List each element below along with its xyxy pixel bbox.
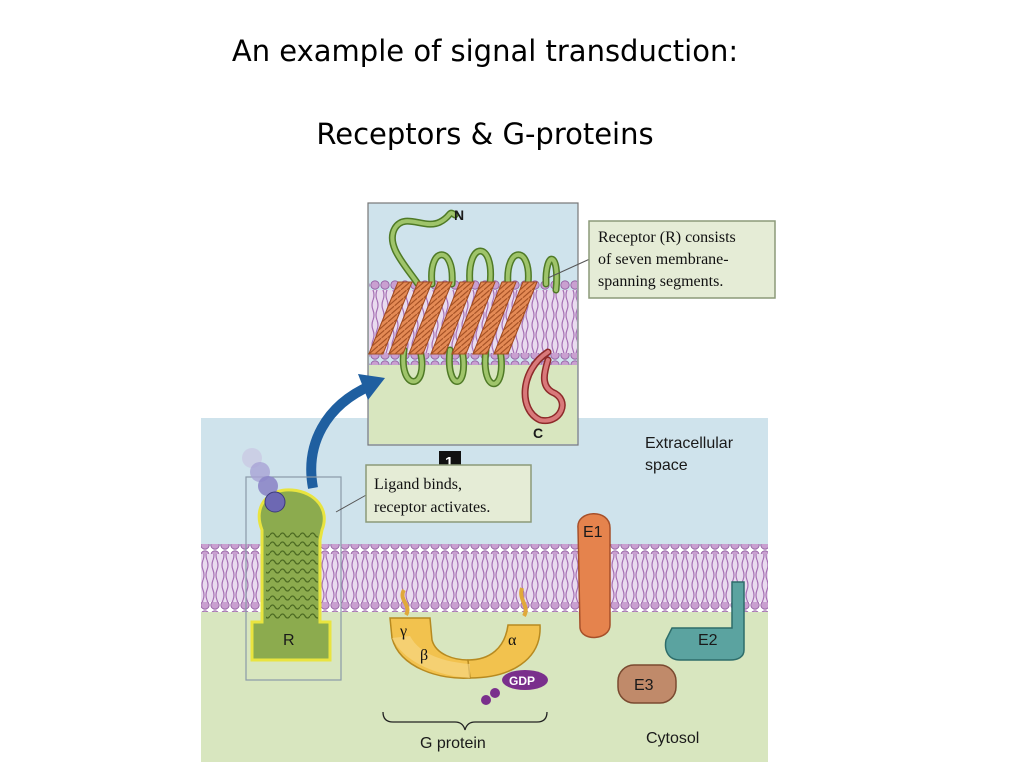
extracellular-label-line2: space	[645, 457, 688, 474]
receptor-callout-line1: Receptor (R) consists	[598, 229, 736, 246]
ligand-callout-box	[365, 464, 532, 523]
step-number: 1	[445, 454, 453, 471]
receptor-callout-line3: spanning segments.	[598, 273, 723, 290]
effector-e3: E3	[617, 664, 677, 704]
zoom-arrow	[306, 374, 385, 489]
n-terminus-label: N	[454, 207, 464, 223]
cytosol-label: Cytosol	[646, 730, 699, 747]
slide-subtitle: Receptors & G-proteins	[316, 117, 654, 151]
receptor-inset: N C	[367, 202, 579, 446]
g-protein: γ β α GDP	[389, 587, 548, 705]
ligand-callout-line2: receptor activates.	[374, 499, 490, 516]
gdp-label: GDP	[509, 674, 535, 688]
e2-label: E2	[698, 632, 718, 649]
receptor-label: R	[283, 632, 295, 649]
receptor-callout-box	[588, 220, 776, 299]
e3-label: E3	[634, 677, 654, 694]
c-terminus-label: C	[533, 425, 543, 441]
slide-title: An example of signal transduction:	[231, 34, 739, 68]
g-protein-label: G protein	[420, 735, 486, 752]
gdp-molecule	[502, 670, 548, 690]
effector-e2: E2	[664, 581, 745, 661]
ligand-callout-line1: Ligand binds,	[374, 476, 462, 493]
ligand	[264, 491, 286, 513]
extracellular-label-line1: Extracellular	[645, 435, 734, 452]
receptor-callout-line2: of seven membrane-	[598, 251, 729, 268]
beta-subunit-label: β	[420, 647, 428, 664]
gamma-subunit-label: γ	[399, 623, 407, 640]
alpha-subunit-label: α	[508, 632, 517, 649]
receptor-r: R	[242, 448, 342, 681]
e1-label: E1	[583, 524, 603, 541]
effector-e1: E1	[577, 513, 611, 639]
g-protein-brace	[382, 711, 548, 731]
